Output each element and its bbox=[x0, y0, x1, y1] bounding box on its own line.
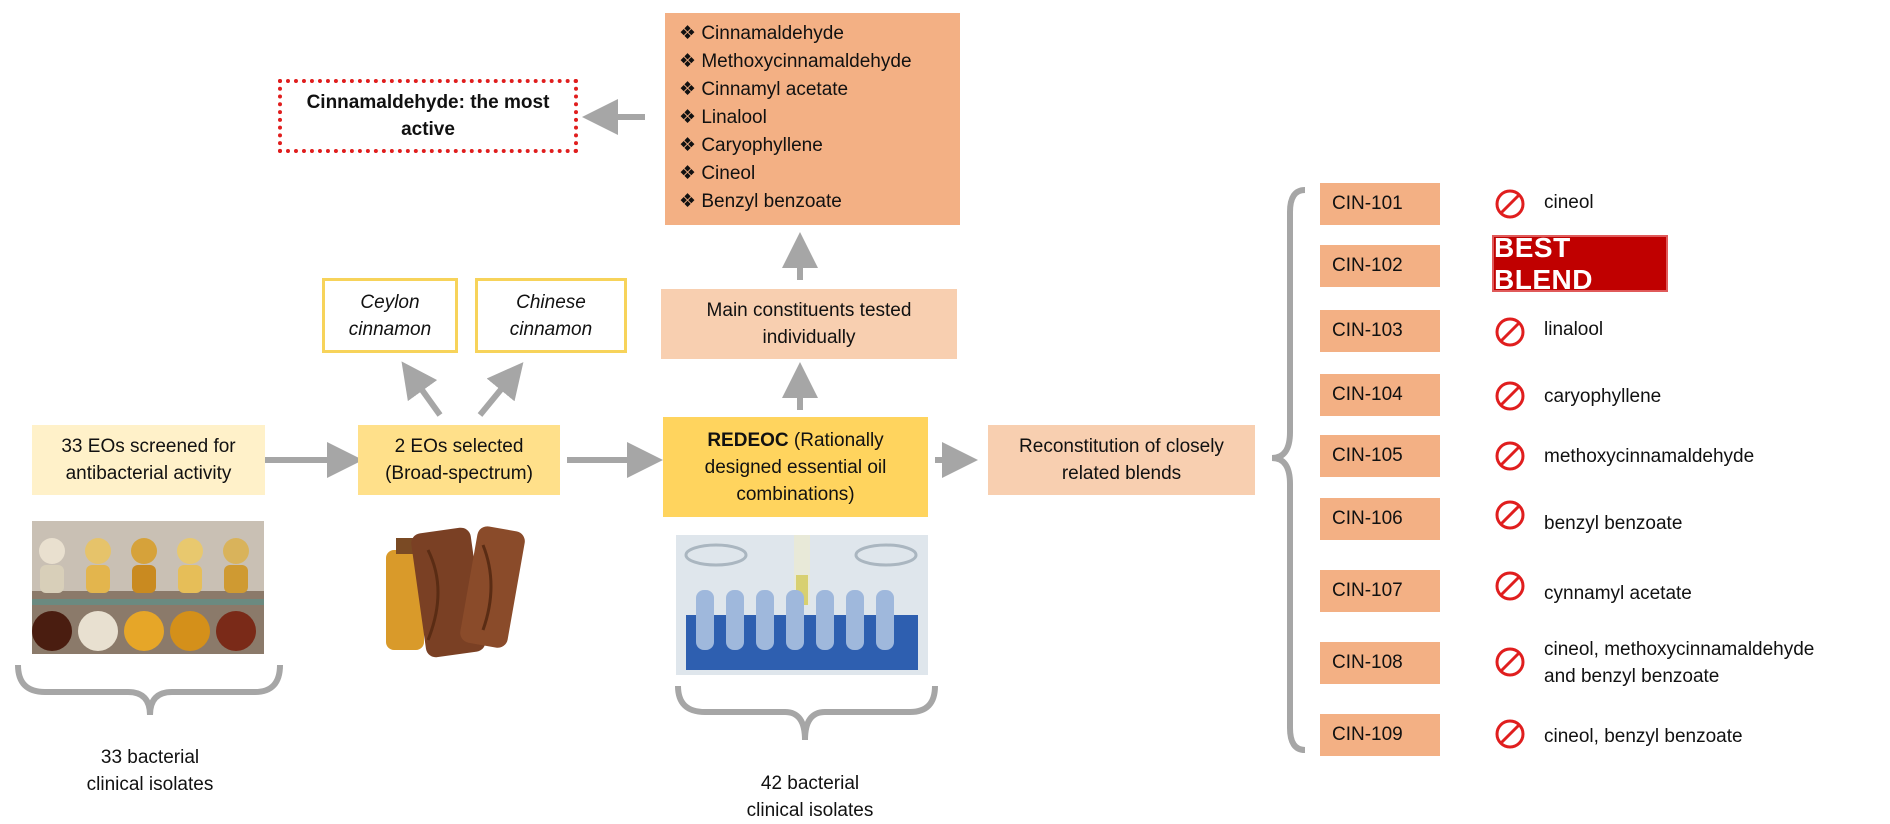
arrow-to-ceylon bbox=[401, 361, 443, 417]
blend-note: caryophyllene bbox=[1544, 386, 1662, 407]
no-sign-icon bbox=[1495, 381, 1525, 411]
constituent-label: Caryophyllene bbox=[701, 135, 823, 156]
no-sign-icon bbox=[1495, 719, 1525, 749]
caption-42-line2: clinical isolates bbox=[746, 800, 874, 821]
constituent-item: ❖ Cinnamyl acetate bbox=[679, 76, 960, 104]
blend-id: CIN-104 bbox=[1320, 374, 1440, 416]
blend-id: CIN-101 bbox=[1320, 183, 1440, 225]
bullet-icon: ❖ bbox=[679, 51, 697, 72]
brace-blends bbox=[1271, 187, 1306, 753]
constituent-item: ❖ Linalool bbox=[679, 104, 960, 132]
constituent-label: Cineol bbox=[701, 163, 756, 184]
constituent-label: Cinnamaldehyde bbox=[701, 23, 844, 44]
caption-33-line2: clinical isolates bbox=[86, 774, 214, 795]
caption-42-line1: 42 bacterial bbox=[760, 773, 860, 794]
blend-id: CIN-106 bbox=[1320, 498, 1440, 540]
constituent-item: ❖ Cineol bbox=[679, 160, 960, 188]
arrow-to-chinese bbox=[477, 362, 524, 417]
cinnamon-sticks-photo bbox=[378, 520, 538, 660]
blend-id: CIN-109 bbox=[1320, 714, 1440, 756]
chinese-cinnamon-box: Chinese cinnamon bbox=[475, 278, 627, 353]
no-sign-icon bbox=[1495, 571, 1525, 601]
blend-note: linalool bbox=[1544, 319, 1604, 340]
lab-test-tubes-photo bbox=[676, 535, 928, 675]
redeoc-bold: REDEOC bbox=[707, 429, 789, 451]
bullet-icon: ❖ bbox=[679, 107, 697, 128]
redeoc-description: (Rationally designed essential oil combi… bbox=[704, 429, 887, 505]
blend-note: cineol, benzyl benzoate bbox=[1544, 726, 1743, 747]
constituents-list: ❖ Cinnamaldehyde ❖ Methoxycinnamaldehyde… bbox=[665, 13, 960, 225]
constituent-item: ❖ Benzyl benzoate bbox=[679, 188, 960, 216]
blend-note: benzyl benzoate bbox=[1544, 513, 1683, 534]
best-blend-badge: BEST BLEND bbox=[1492, 232, 1668, 295]
constituent-label: Methoxycinnamaldehyde bbox=[701, 51, 912, 72]
constituent-label: Linalool bbox=[701, 107, 767, 128]
no-sign-icon bbox=[1495, 647, 1525, 677]
most-active-box: Cinnamaldehyde: the most active bbox=[278, 79, 578, 153]
redeoc-text: REDEOC (Rationally designed essential oi… bbox=[669, 427, 922, 508]
redeoc-box: REDEOC (Rationally designed essential oi… bbox=[663, 417, 928, 517]
blend-note-line2: and benzyl benzoate bbox=[1544, 666, 1720, 687]
blend-note: methoxycinnamaldehyde bbox=[1544, 446, 1755, 467]
main-constituents-box: Main constituents tested individually bbox=[661, 289, 957, 359]
blend-note: cineol, methoxycinnamaldehyde and benzyl… bbox=[1544, 636, 1814, 690]
bullet-icon: ❖ bbox=[679, 163, 697, 184]
selected-box: 2 EOs selected (Broad-spectrum) bbox=[358, 425, 560, 495]
bullet-icon: ❖ bbox=[679, 23, 697, 44]
no-sign-icon bbox=[1495, 189, 1525, 219]
blend-id: CIN-103 bbox=[1320, 310, 1440, 352]
blend-note: cynnamyl acetate bbox=[1544, 583, 1692, 604]
no-sign-icon bbox=[1495, 441, 1525, 471]
blend-id: CIN-108 bbox=[1320, 642, 1440, 684]
essential-oils-bottles-photo bbox=[32, 521, 264, 654]
constituent-item: ❖ Cinnamaldehyde bbox=[679, 20, 960, 48]
caption-33-line1: 33 bacterial bbox=[100, 747, 200, 768]
constituent-label: Benzyl benzoate bbox=[701, 191, 842, 212]
bullet-icon: ❖ bbox=[679, 191, 697, 212]
bullet-icon: ❖ bbox=[679, 79, 697, 100]
blend-id: CIN-102 bbox=[1320, 245, 1440, 287]
caption-33-isolates: 33 bacterial clinical isolates bbox=[60, 744, 240, 798]
constituent-label: Cinnamyl acetate bbox=[701, 79, 849, 100]
screen-box: 33 EOs screened for antibacterial activi… bbox=[32, 425, 265, 495]
no-sign-icon bbox=[1495, 317, 1525, 347]
brace-33 bbox=[15, 664, 283, 716]
blend-id: CIN-105 bbox=[1320, 435, 1440, 477]
blend-note: cineol bbox=[1544, 192, 1594, 213]
ceylon-cinnamon-box: Ceylon cinnamon bbox=[322, 278, 458, 353]
no-sign-icon bbox=[1495, 500, 1525, 530]
constituent-item: ❖ Caryophyllene bbox=[679, 132, 960, 160]
brace-42 bbox=[675, 685, 938, 741]
blend-note-line1: cineol, methoxycinnamaldehyde bbox=[1544, 639, 1815, 660]
reconstitution-box: Reconstitution of closely related blends bbox=[988, 425, 1255, 495]
bullet-icon: ❖ bbox=[679, 135, 697, 156]
blend-id: CIN-107 bbox=[1320, 570, 1440, 612]
caption-42-isolates: 42 bacterial clinical isolates bbox=[720, 770, 900, 824]
constituent-item: ❖ Methoxycinnamaldehyde bbox=[679, 48, 960, 76]
